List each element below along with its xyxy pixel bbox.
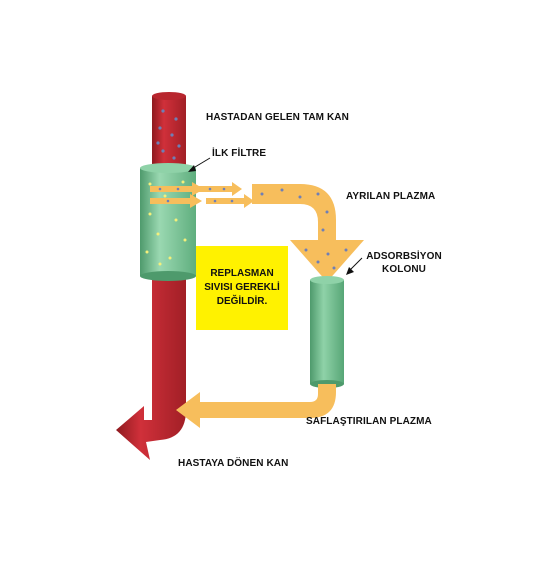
returning-blood-tube bbox=[116, 272, 186, 460]
separated-plasma-flow bbox=[252, 184, 364, 282]
column-pointer-arrowhead bbox=[346, 267, 354, 275]
note-line-3: DEĞİLDİR. bbox=[216, 296, 268, 307]
label-separated-plasma: AYRILAN PLAZMA bbox=[346, 191, 436, 202]
filtration-arrows bbox=[150, 182, 254, 208]
label-whole-blood: HASTADAN GELEN TAM KAN bbox=[206, 112, 349, 123]
label-first-filter: İLK FİLTRE bbox=[212, 148, 267, 159]
incoming-blood-tube bbox=[152, 92, 186, 176]
label-adsorption-column-line1: ADSORBSİYON bbox=[366, 251, 442, 262]
adsorption-column bbox=[310, 276, 344, 388]
label-purified-plasma: SAFLAŞTIRILAN PLAZMA bbox=[306, 416, 432, 427]
filter-pointer-arrowhead bbox=[188, 165, 196, 172]
note-line-2: SIVISI GEREKLİ bbox=[204, 282, 280, 293]
first-filter-cylinder bbox=[140, 163, 196, 281]
purified-plasma-arrow bbox=[176, 384, 336, 428]
label-returned-blood: HASTAYA DÖNEN KAN bbox=[178, 458, 289, 469]
note-line-1: REPLASMAN bbox=[210, 268, 274, 279]
label-adsorption-column-line2: KOLONU bbox=[382, 264, 426, 275]
no-replacement-note: REPLASMAN SIVISI GEREKLİ DEĞİLDİR. bbox=[196, 246, 288, 330]
label-adsorption-column: ADSORBSİYON KOLONU bbox=[364, 250, 444, 276]
